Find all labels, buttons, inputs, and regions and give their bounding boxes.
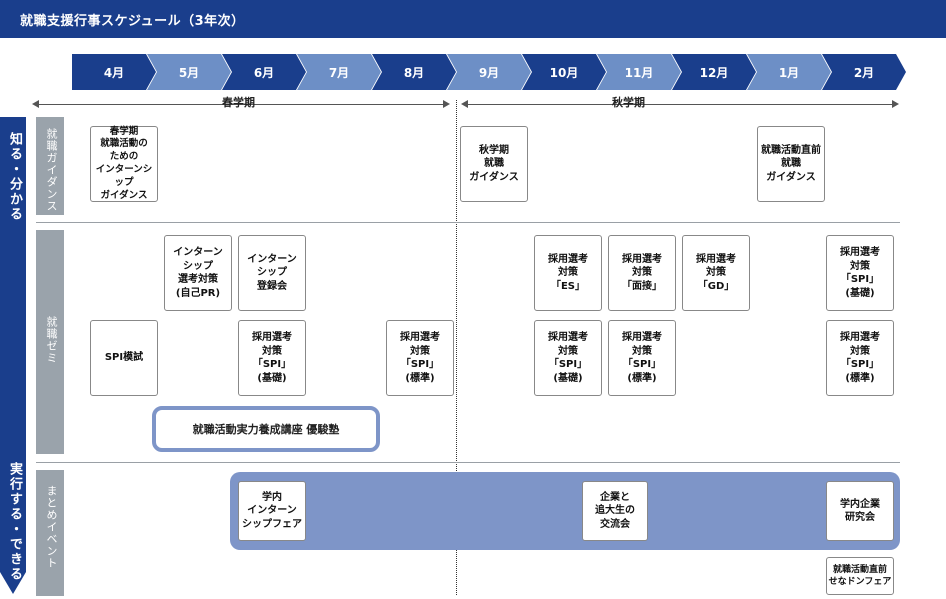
month-10: 1月 bbox=[747, 54, 831, 90]
left-label-do: 実行する・できる bbox=[7, 462, 22, 582]
seminar-spi-basic-feb: 採用選考 対策 「SPI」 (基礎) bbox=[826, 235, 894, 311]
month-7: 10月 bbox=[522, 54, 606, 90]
month-11: 2月 bbox=[822, 54, 906, 90]
row-separator-2 bbox=[36, 462, 900, 463]
autumn-label: 秋学期 bbox=[612, 96, 645, 109]
month-label: 1月 bbox=[778, 65, 800, 80]
left-progress-arrow bbox=[0, 117, 26, 572]
seminar-spi-mock: SPI模試 bbox=[90, 320, 158, 396]
seminar-spi-std-nov: 採用選考 対策 「SPI」 (標準) bbox=[608, 320, 676, 396]
spring-arrow-left bbox=[32, 100, 39, 108]
spring-label: 春学期 bbox=[222, 96, 255, 109]
category-band-seminar bbox=[36, 230, 64, 454]
month-label: 2月 bbox=[853, 65, 875, 80]
title-bar: 就職支援行事スケジュール（3年次） bbox=[0, 0, 946, 38]
seminar-intern-register: インターン シップ 登録会 bbox=[238, 235, 306, 311]
month-label: 8月 bbox=[403, 65, 425, 80]
category-event: まとめイベント bbox=[45, 485, 58, 569]
left-arrow-tip bbox=[0, 572, 26, 594]
seminar-intern-prep: インターン シップ 選考対策 (自己PR) bbox=[164, 235, 232, 311]
spring-line bbox=[38, 104, 444, 105]
seminar-spi-std-feb: 採用選考 対策 「SPI」 (標準) bbox=[826, 320, 894, 396]
category-band-event bbox=[36, 470, 64, 596]
seminar-interview: 採用選考 対策 「面接」 bbox=[608, 235, 676, 311]
month-2: 5月 bbox=[147, 54, 231, 90]
month-label: 5月 bbox=[178, 65, 200, 80]
month-5: 8月 bbox=[372, 54, 456, 90]
event-final-fair: 就職活動直前 せなドンフェア bbox=[826, 557, 894, 595]
semester-divider bbox=[456, 100, 457, 595]
guidance-final: 就職活動直前 就職 ガイダンス bbox=[757, 126, 825, 202]
left-label-know: 知る・分かる bbox=[7, 132, 22, 222]
event-intern-fair: 学内 インターン シップフェア bbox=[238, 481, 306, 541]
guidance-spring: 春学期 就職活動の ための インターンシップ ガイダンス bbox=[90, 126, 158, 202]
spring-arrow-right bbox=[443, 100, 450, 108]
autumn-arrow-left bbox=[461, 100, 468, 108]
month-timeline: 4月 5月 6月 7月 8月 9月 10月 11月 12月 1月 2月 bbox=[72, 54, 906, 90]
seminar-lecture-yushunjuku: 就職活動実力養成講座 優駿塾 bbox=[152, 406, 380, 452]
month-label: 7月 bbox=[328, 65, 350, 80]
month-label: 4月 bbox=[103, 65, 125, 80]
page-title: 就職支援行事スケジュール（3年次） bbox=[20, 14, 245, 29]
autumn-arrow-right bbox=[892, 100, 899, 108]
month-4: 7月 bbox=[297, 54, 381, 90]
month-6: 9月 bbox=[447, 54, 531, 90]
row-separator-1 bbox=[36, 222, 900, 223]
seminar-spi-basic-jun: 採用選考 対策 「SPI」 (基礎) bbox=[238, 320, 306, 396]
category-seminar: 就職ゼミ bbox=[45, 316, 58, 364]
month-label: 10月 bbox=[549, 65, 579, 80]
month-label: 12月 bbox=[699, 65, 729, 80]
seminar-spi-std-aug: 採用選考 対策 「SPI」 (標準) bbox=[386, 320, 454, 396]
event-alumni-exchange: 企業と 追大生の 交流会 bbox=[582, 481, 648, 541]
category-guidance: 就職ガイダンス bbox=[45, 128, 58, 212]
autumn-line bbox=[467, 104, 893, 105]
seminar-gd: 採用選考 対策 「GD」 bbox=[682, 235, 750, 311]
month-1: 4月 bbox=[72, 54, 156, 90]
seminar-spi-basic-oct: 採用選考 対策 「SPI」 (基礎) bbox=[534, 320, 602, 396]
month-3: 6月 bbox=[222, 54, 306, 90]
event-band bbox=[230, 472, 900, 550]
category-band-guidance bbox=[36, 117, 64, 215]
seminar-es: 採用選考 対策 「ES」 bbox=[534, 235, 602, 311]
month-8: 11月 bbox=[597, 54, 681, 90]
month-label: 6月 bbox=[253, 65, 275, 80]
month-9: 12月 bbox=[672, 54, 756, 90]
month-label: 11月 bbox=[624, 65, 654, 80]
event-company-study: 学内企業 研究会 bbox=[826, 481, 894, 541]
month-label: 9月 bbox=[478, 65, 500, 80]
guidance-autumn: 秋学期 就職 ガイダンス bbox=[460, 126, 528, 202]
